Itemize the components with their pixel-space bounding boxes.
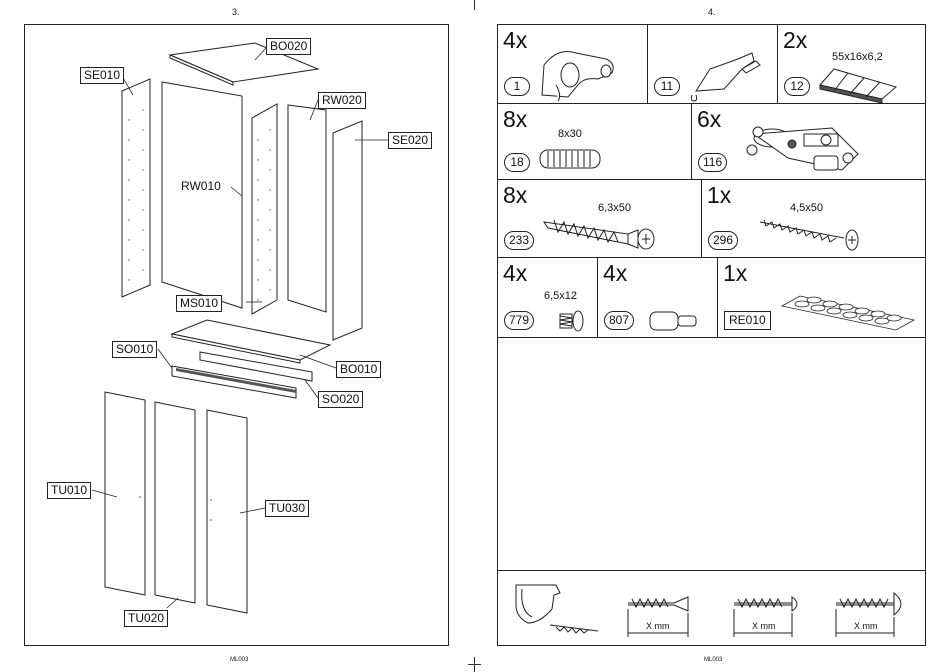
label-ms010: MS010 [176, 295, 222, 312]
part-id: RE010 [724, 311, 771, 330]
part-cell-12: 2x 55x16x6,2 12 [778, 25, 926, 104]
label-tu020: TU020 [124, 610, 168, 627]
hinge-icon [692, 104, 926, 180]
exploded-wardrobe-drawing [0, 0, 475, 672]
part-id: 11 [654, 77, 680, 96]
door-tu020 [155, 402, 195, 603]
x-mm-label-1: X mm [646, 621, 670, 631]
panel-ms010 [252, 104, 277, 314]
part-cell-11: 11 [648, 25, 778, 104]
label-rw020: RW020 [318, 92, 366, 109]
label-tu010: TU010 [47, 482, 91, 499]
door-tu030 [207, 410, 247, 613]
part-id: 18 [504, 153, 530, 172]
door-tu010 [105, 392, 145, 595]
crop-mark [468, 664, 481, 665]
legend-pan-head-screw-icon [734, 597, 797, 611]
part-cell-116: 6x 116 [692, 104, 926, 180]
part-id: 116 [698, 153, 727, 172]
label-bo010: BO010 [336, 361, 381, 378]
part-id: 807 [604, 311, 634, 330]
part-cell-779: 4x 6,5x12 779 [498, 258, 598, 338]
legend-countersunk-screw-icon [628, 597, 688, 611]
panel-se010 [122, 79, 150, 297]
part-cell-296: 1x 4,5x50 296 [702, 180, 926, 258]
part-id: 1 [504, 77, 530, 96]
panel-rw020 [288, 105, 326, 312]
label-rw010: RW010 [178, 179, 224, 194]
legend-drawing [498, 571, 926, 646]
x-mm-label-2: X mm [752, 621, 776, 631]
x-mm-label-3: X mm [854, 621, 878, 631]
part-id: 296 [708, 231, 738, 250]
legend-wafer-head-screw-icon [836, 593, 901, 615]
part-cell-18: 8x 8x30 18 [498, 104, 692, 180]
panel-rw010 [162, 82, 242, 308]
part-cell-233: 8x 6,3x50 233 [498, 180, 702, 258]
panel-se020 [333, 121, 362, 340]
screw-length-legend: X mm X mm X mm [498, 570, 926, 645]
part-id: 233 [504, 231, 534, 250]
part-cell-807: 4x 807 [598, 258, 718, 338]
part-cell-1: 4x 1 [498, 25, 648, 104]
part-id: 779 [504, 311, 534, 330]
label-so010: SO010 [112, 341, 157, 358]
page-divider-top [474, 0, 475, 10]
label-tu030: TU030 [265, 500, 309, 517]
label-se010: SE010 [80, 67, 124, 84]
right-page-number: 4. [708, 7, 716, 17]
label-se020: SE020 [388, 132, 432, 149]
part-cell-re010: 1x RE010 [718, 258, 926, 338]
label-so020: SO020 [318, 391, 363, 408]
right-page-footer: ML003 [704, 657, 722, 663]
label-bo020: BO020 [266, 38, 311, 55]
part-id: 12 [784, 77, 810, 96]
